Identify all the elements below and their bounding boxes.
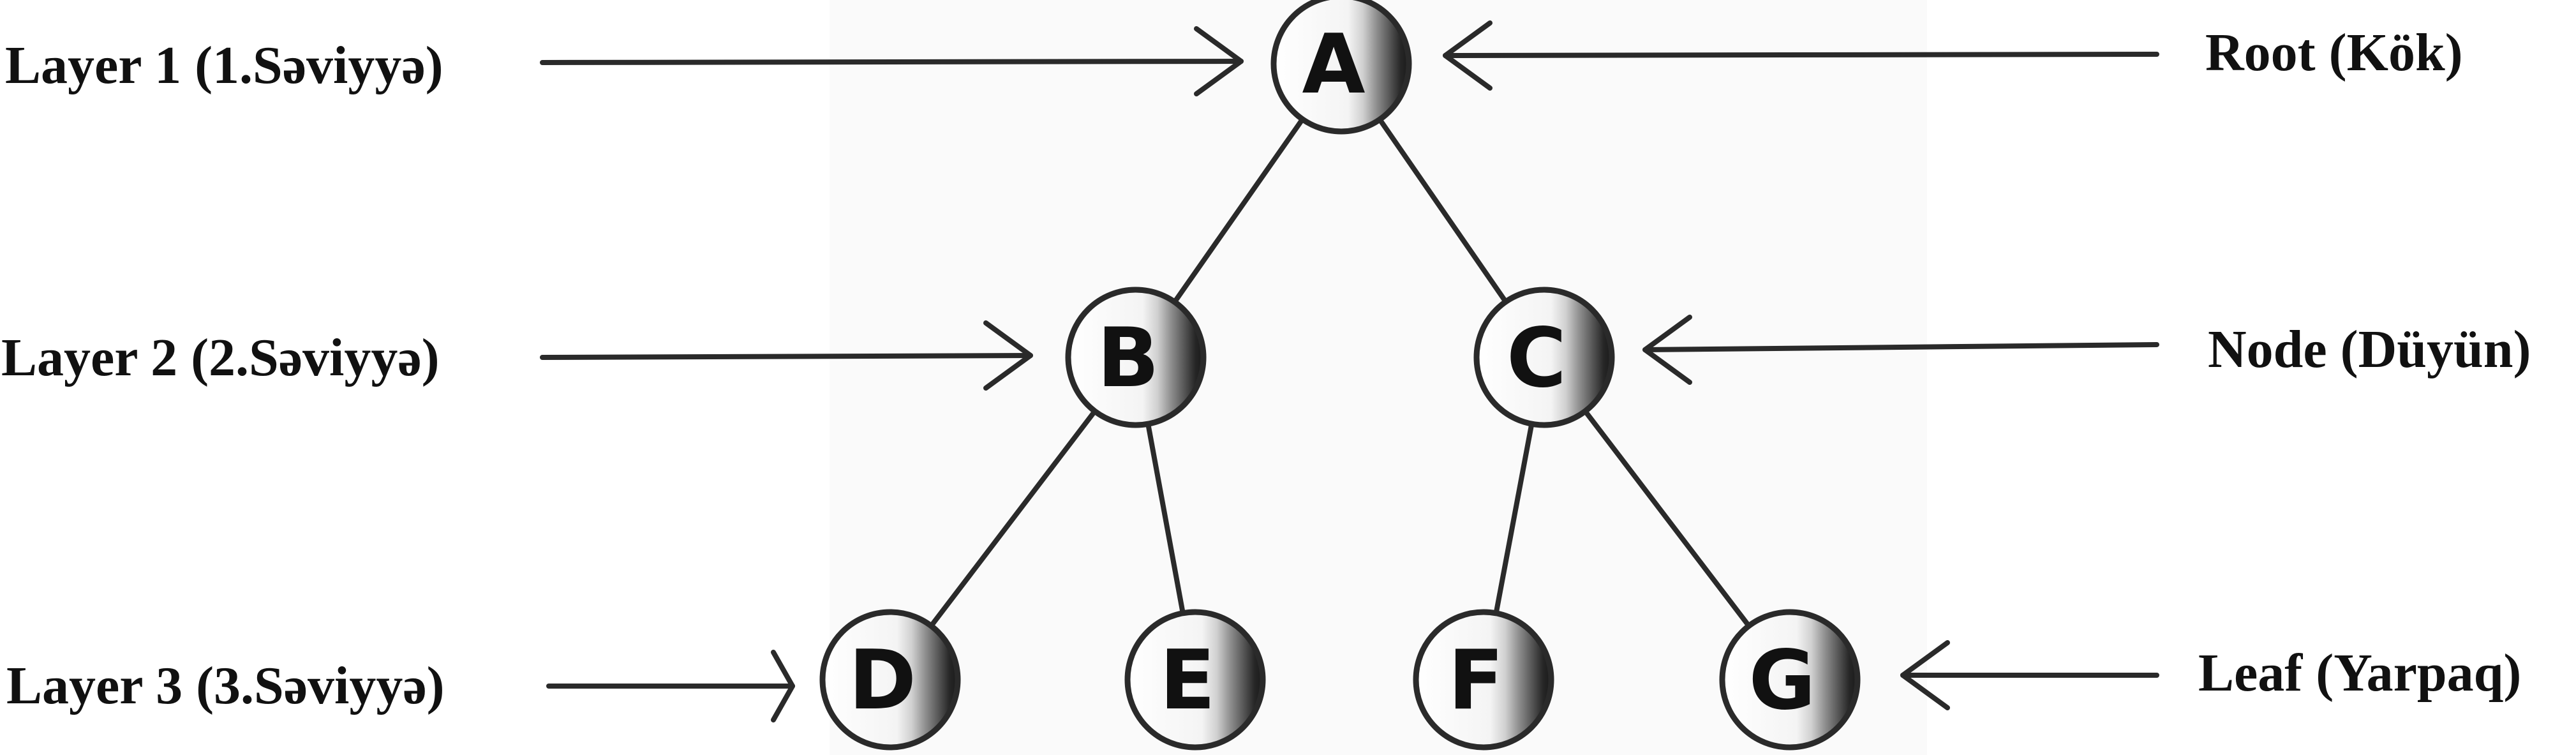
layer-1-label: Layer 1 (1.Səviyyə) [5,36,443,95]
node-arrow [1642,315,2159,385]
node-f: F [1413,609,1554,751]
node-a: A [1270,0,1412,135]
edge-b-d [929,409,1097,628]
edge-a-c [1377,117,1508,304]
node-d-label: D [849,633,916,728]
layer-2-label: Layer 2 (2.Səviyyə) [1,328,440,387]
node-b-label: B [1097,311,1159,406]
node-c: C [1473,287,1615,428]
layer-3-label: Layer 3 (3.Səviyyə) [6,656,445,715]
layer-arrows [540,26,1244,722]
node-d: D [819,609,961,751]
node-e: E [1124,609,1266,751]
leaf-arrow [1900,640,2159,710]
term-arrows [1443,20,2159,710]
layer-1-arrow [540,26,1244,96]
root-arrow [1443,20,2159,91]
node-g: G [1719,609,1861,751]
edge-c-f [1493,423,1535,614]
layer-3-arrow [546,650,795,722]
root-label: Root (Kök) [2205,23,2463,82]
node-g-label: G [1748,633,1815,728]
node-e-label: E [1159,633,1215,728]
node-label: Node (Düyün) [2208,320,2531,379]
tree-nodes: A B C D E F G [819,0,1861,751]
node-f-label: F [1448,633,1503,728]
node-c-label: C [1507,311,1567,406]
layer-2-arrow [540,320,1033,391]
edge-b-e [1145,423,1186,614]
edge-c-g [1583,409,1751,628]
tree-edges [929,117,1751,628]
node-b: B [1065,287,1207,428]
edge-a-b [1172,117,1305,304]
node-a-label: A [1302,17,1365,112]
leaf-label: Leaf (Yarpaq) [2198,643,2521,703]
